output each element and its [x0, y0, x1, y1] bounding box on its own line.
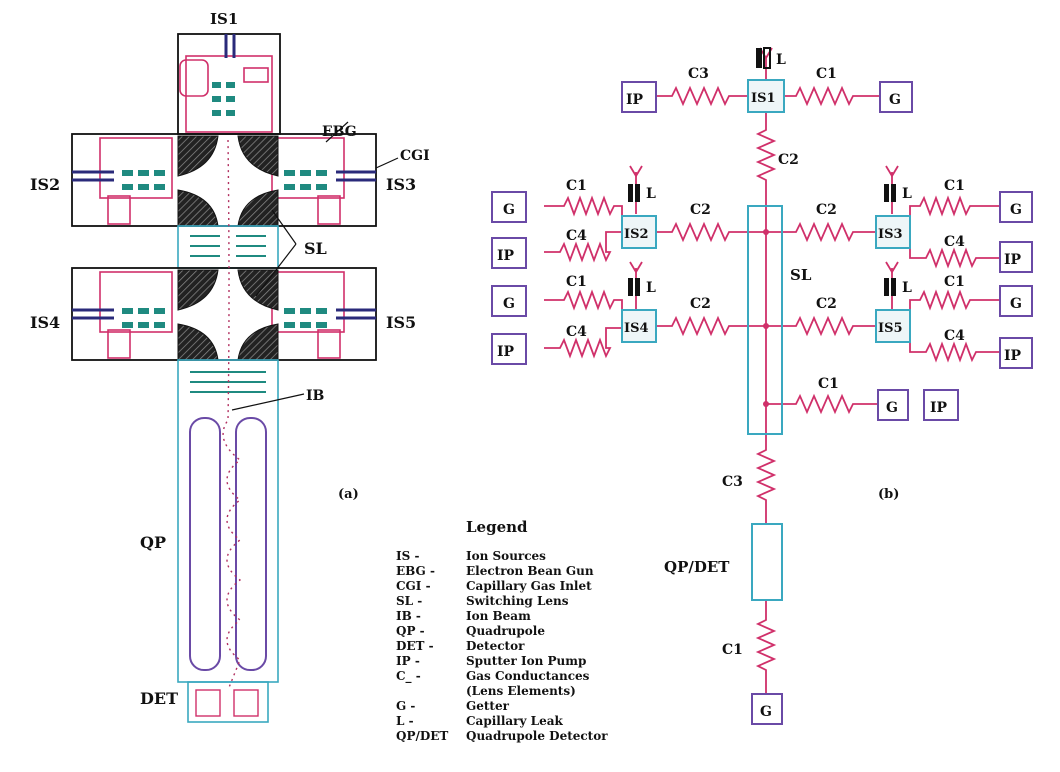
label-cgi: CGI [400, 148, 430, 164]
legend-value: Ion Sources [466, 549, 546, 563]
legend-key: IB - [396, 609, 421, 623]
b-c3-bot: C3 [722, 474, 743, 490]
b-c2-is2: C2 [690, 202, 711, 218]
legend-value: Capillary Gas Inlet [466, 579, 592, 593]
legend-key: EBG - [396, 564, 435, 578]
b-c1-is3: C1 [944, 178, 965, 194]
b-is2: IS2 [624, 227, 649, 242]
b-c1-is2: C1 [566, 178, 587, 194]
b-g-sl: G [886, 400, 898, 416]
b-c1-is4: C1 [566, 274, 587, 290]
b-g-is2: G [503, 202, 515, 218]
b-c2-is4: C2 [690, 296, 711, 312]
b-g-is5: G [1010, 296, 1022, 312]
caption-a: (a) [338, 487, 359, 502]
legend-key: IP - [396, 654, 420, 668]
label-ebg: EBG [322, 124, 357, 140]
b-c1-bot: C1 [722, 642, 743, 658]
b-c2-is5: C2 [816, 296, 837, 312]
is2-is3-block [71, 133, 377, 227]
label-is1: IS1 [210, 10, 238, 28]
b-ip-is4: IP [497, 344, 515, 360]
diagram-b: IP C3 IS1 L C1 G C2 G C1 L IP C4 IS2 C2 … [491, 47, 1033, 725]
diagram-a: IS1 EBG CGI IS2 IS3 SL IS4 IS5 IB (a) QP… [30, 10, 430, 723]
quadrupole-column [177, 139, 279, 723]
b-l-top: L [776, 52, 786, 68]
switching-lens-section [177, 225, 279, 269]
label-ib: IB [306, 388, 325, 404]
b-l-is2: L [646, 186, 656, 202]
b-is5: IS5 [878, 321, 903, 336]
legend-key: C_ - [396, 669, 421, 684]
label-is5: IS5 [386, 313, 416, 332]
b-c4-is3: C4 [944, 234, 965, 250]
legend-title: Legend [466, 518, 528, 536]
b-sl: SL [790, 266, 812, 284]
b-g-top: G [889, 92, 901, 108]
legend-key: G - [396, 699, 415, 713]
legend-value: Quadrupole Detector [466, 729, 608, 743]
legend-key: L - [396, 714, 414, 728]
b-l-is3: L [902, 186, 912, 202]
b-c1-top: C1 [816, 66, 837, 82]
b-l-is5: L [902, 280, 912, 296]
is1-block [177, 33, 281, 135]
legend-key: CGI - [396, 579, 431, 593]
b-l-is4: L [646, 280, 656, 296]
wiring [544, 47, 1000, 694]
b-is1: IS1 [751, 91, 776, 106]
node-boxes [491, 79, 1033, 725]
legend-value: Electron Bean Gun [466, 564, 594, 578]
b-g-bot: G [760, 704, 772, 720]
b-c2-top: C2 [778, 152, 799, 168]
b-c4-is5: C4 [944, 328, 965, 344]
legend-value: (Lens Elements) [466, 684, 576, 698]
is4-is5-block [71, 267, 377, 361]
label-is4: IS4 [30, 313, 60, 332]
legend-key: SL - [396, 594, 422, 608]
b-ip-is5: IP [1004, 348, 1022, 364]
b-ip-sl: IP [930, 400, 948, 416]
legend-value: Switching Lens [466, 594, 569, 608]
legend-value: Getter [466, 699, 510, 713]
label-qp: QP [140, 533, 166, 552]
b-c1-sl: C1 [818, 376, 839, 392]
legend-value: Capillary Leak [466, 714, 563, 728]
caption-b: (b) [878, 487, 899, 502]
b-is4: IS4 [624, 321, 649, 336]
b-c1-is5: C1 [944, 274, 965, 290]
label-det: DET [140, 689, 178, 708]
label-is2: IS2 [30, 175, 60, 194]
b-ip-top: IP [626, 92, 644, 108]
legend-value: Gas Conductances [466, 669, 590, 683]
b-qpdet: QP/DET [664, 558, 730, 576]
legend-value: Sputter Ion Pump [466, 654, 586, 668]
b-is3: IS3 [878, 227, 903, 242]
b-ip-is3: IP [1004, 252, 1022, 268]
legend-key: QP - [396, 624, 425, 638]
legend-key: DET - [396, 639, 434, 653]
b-c3-top: C3 [688, 66, 709, 82]
b-c4-is2: C4 [566, 228, 587, 244]
legend-value: Detector [466, 639, 525, 653]
legend-key: IS - [396, 549, 419, 563]
b-c2-is3: C2 [816, 202, 837, 218]
label-sl: SL [304, 239, 327, 258]
b-c4-is4: C4 [566, 324, 587, 340]
legend-value: Ion Beam [466, 609, 531, 623]
b-g-is4: G [503, 296, 515, 312]
legend-value: Quadrupole [466, 624, 545, 638]
label-is3: IS3 [386, 175, 416, 194]
b-g-is3: G [1010, 202, 1022, 218]
legend-key: QP/DET [396, 729, 448, 743]
b-ip-is2: IP [497, 248, 515, 264]
